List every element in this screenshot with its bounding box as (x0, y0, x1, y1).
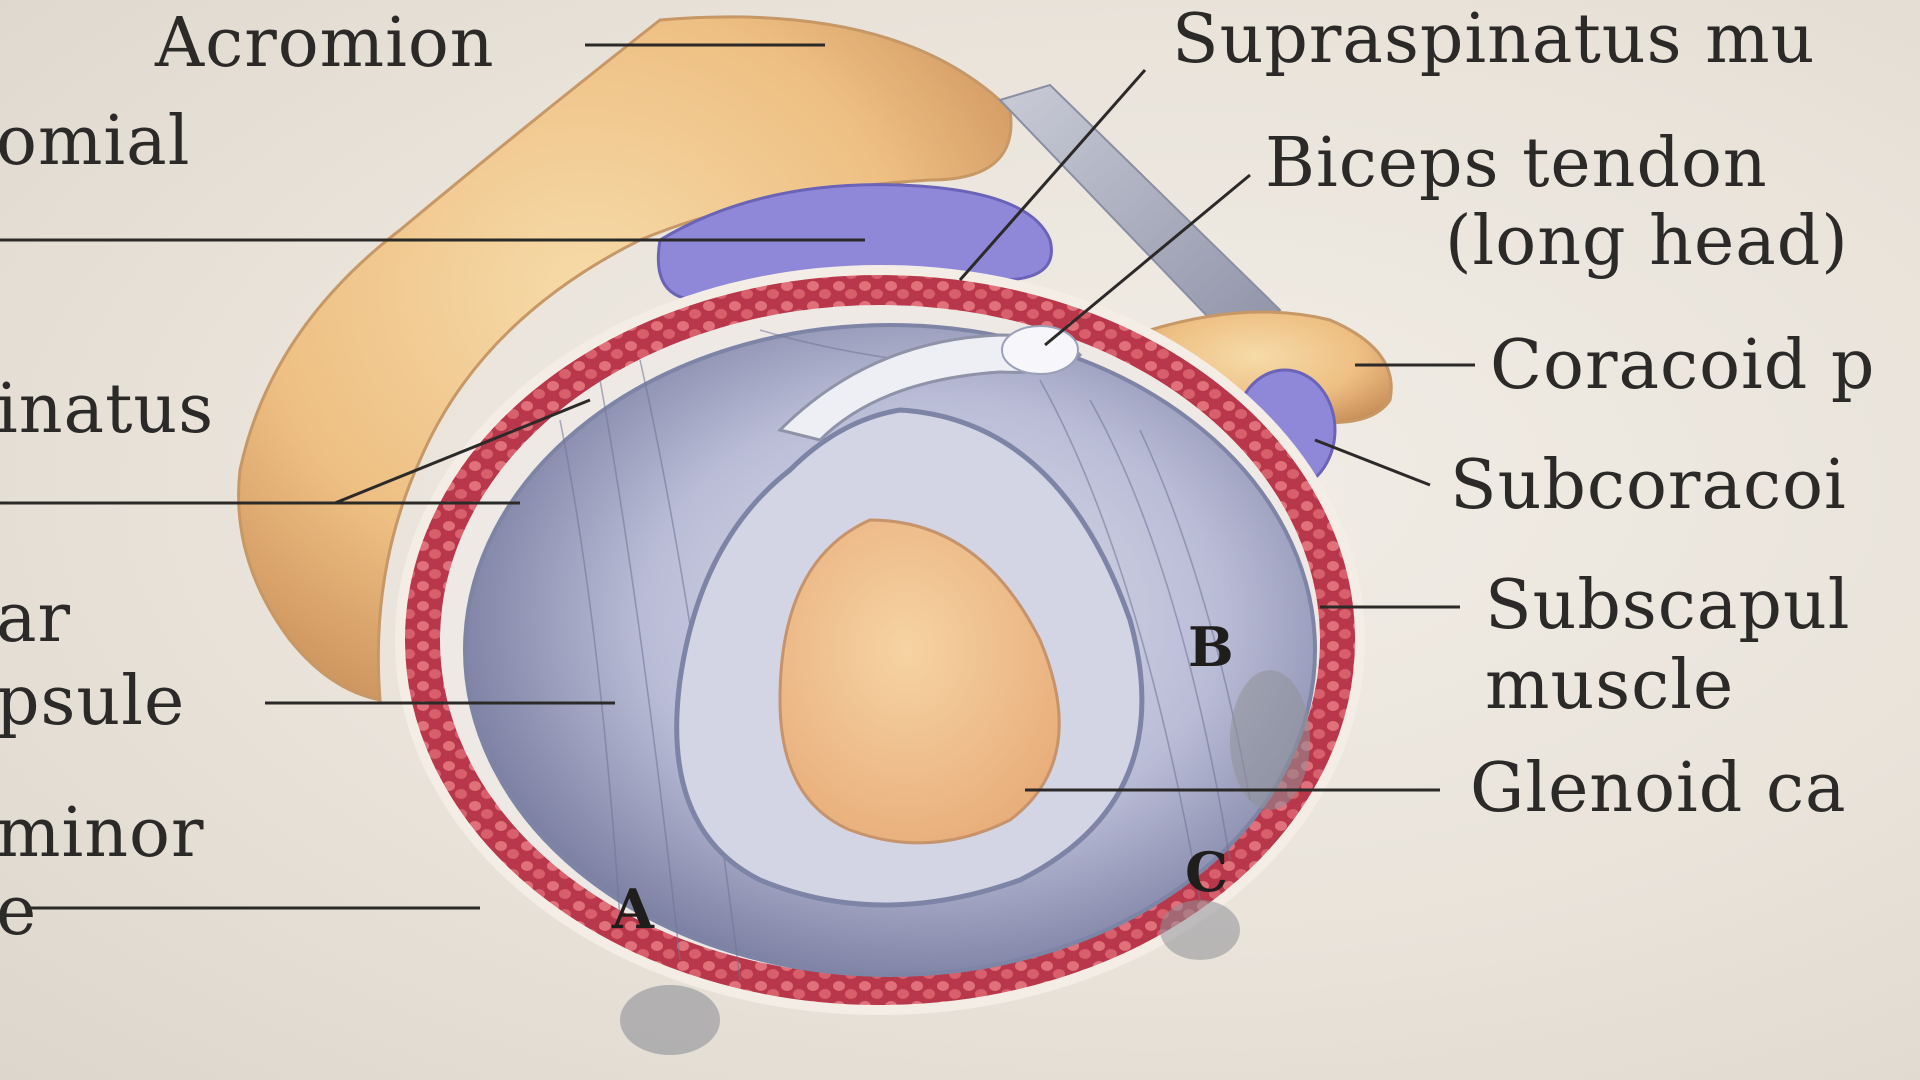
label-subcoracoid-bursa: Subcoracoi (1450, 452, 1847, 520)
label-acromion: Acromion (155, 10, 495, 78)
label-subacromial-bursa: omial (0, 108, 190, 176)
label-infraspinatus: inatus (0, 376, 214, 444)
label-subscapularis-muscle: muscle (1485, 652, 1734, 720)
label-subscapularis: Subscapul (1485, 572, 1851, 640)
label-teres-minor-muscle: e (0, 878, 37, 946)
label-supraspinatus-muscle: Supraspinatus mu (1172, 6, 1815, 74)
label-biceps-long-head: (long head) (1445, 208, 1849, 276)
marker-c: C (1185, 845, 1228, 899)
label-glenoid-cavity: Glenoid ca (1470, 755, 1847, 823)
label-biceps-tendon: Biceps tendon (1265, 130, 1768, 198)
marker-a: A (612, 882, 654, 936)
marker-b: B (1188, 620, 1234, 674)
label-coracoid-process: Coracoid p (1490, 332, 1875, 400)
label-teres-minor: minor (0, 800, 204, 868)
label-joint-capsule: psule (0, 668, 185, 736)
label-capsular: ar (0, 585, 71, 653)
